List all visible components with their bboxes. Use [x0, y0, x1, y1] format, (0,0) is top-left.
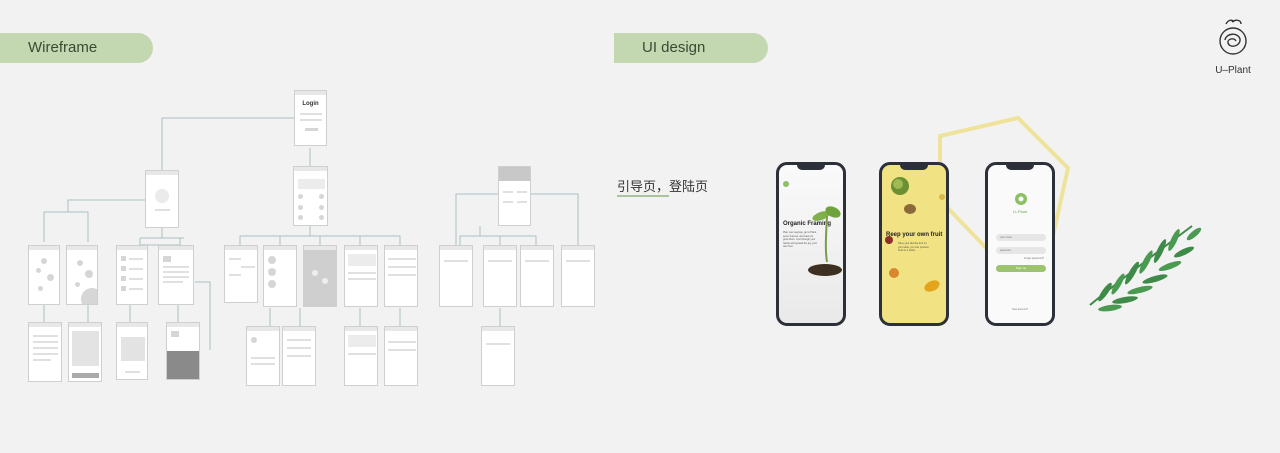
wireframe-screen	[344, 326, 378, 386]
wireframe-screen	[303, 245, 337, 307]
sprout-soil-image	[808, 206, 842, 276]
app-logo-icon	[1015, 193, 1027, 205]
wireframe-screen	[68, 322, 102, 382]
leaf-branch-icon	[1089, 225, 1202, 312]
password-field[interactable]: password	[996, 247, 1046, 254]
onboarding-text: Plan your sayings, go to Plant, seed, ha…	[783, 231, 818, 248]
wireframe-login-screen: Login	[294, 90, 327, 146]
wireframe-screen	[384, 326, 418, 386]
wireframe-screen	[28, 245, 60, 305]
wireframe-screen	[66, 245, 98, 305]
onboarding-title: Reep your own fruit	[886, 232, 943, 238]
wireframe-screen	[481, 326, 515, 386]
onboarding-title: Organic Framing	[783, 221, 832, 227]
wireframe-screen	[384, 245, 418, 307]
fruits-image	[885, 177, 945, 292]
wireframe-screen	[483, 245, 517, 307]
wireframe-screen	[116, 245, 148, 305]
wireframe-screen	[561, 245, 595, 307]
login-brand-name: U–Plant	[1012, 209, 1028, 214]
wireframe-screen	[498, 166, 531, 226]
wireframe-screen	[28, 322, 62, 382]
wireframe-screen	[439, 245, 473, 307]
password-placeholder: password	[1000, 249, 1011, 252]
onboarding-text: Have your favorite fruit on your table, …	[898, 242, 929, 252]
wireframe-screen	[166, 322, 200, 380]
wireframe-screen	[520, 245, 554, 307]
new-account-link[interactable]: New account?	[1012, 308, 1028, 311]
plant-logo-icon	[1219, 19, 1247, 55]
app-logo-icon	[783, 181, 789, 187]
wireframe-profile-screen	[145, 170, 179, 228]
wireframe-login-title: Login	[302, 101, 319, 107]
brand-name: U–Plant	[1215, 65, 1251, 76]
forgot-password-link[interactable]: Forget password?	[1023, 257, 1044, 260]
phone-login: U–Plant user name password Forget passwo…	[985, 162, 1055, 326]
wireframe-screen	[246, 326, 280, 386]
phone-onboarding-2: Reep your own fruit Have your favorite f…	[879, 162, 949, 326]
section-underline	[617, 195, 669, 197]
wireframe-screen	[158, 245, 194, 305]
ui-design-label: UI design	[614, 33, 768, 63]
wireframe-screen	[116, 322, 148, 380]
brand-logo: U–Plant	[1203, 18, 1263, 76]
signup-button[interactable]: Sign up	[996, 265, 1046, 272]
section-title: 引导页，登陆页	[617, 179, 709, 194]
phone-onboarding-1: Organic Framing Plan your sayings, go to…	[776, 162, 846, 326]
username-field[interactable]: user name	[996, 234, 1046, 241]
wireframe-home-screen	[293, 166, 328, 226]
username-placeholder: user name	[1000, 236, 1012, 239]
wireframe-screen	[263, 245, 297, 307]
wireframe-screen	[224, 245, 258, 303]
wireframe-screen	[344, 245, 378, 307]
wireframe-screen	[282, 326, 316, 386]
wireframe-label: Wireframe	[0, 33, 153, 63]
